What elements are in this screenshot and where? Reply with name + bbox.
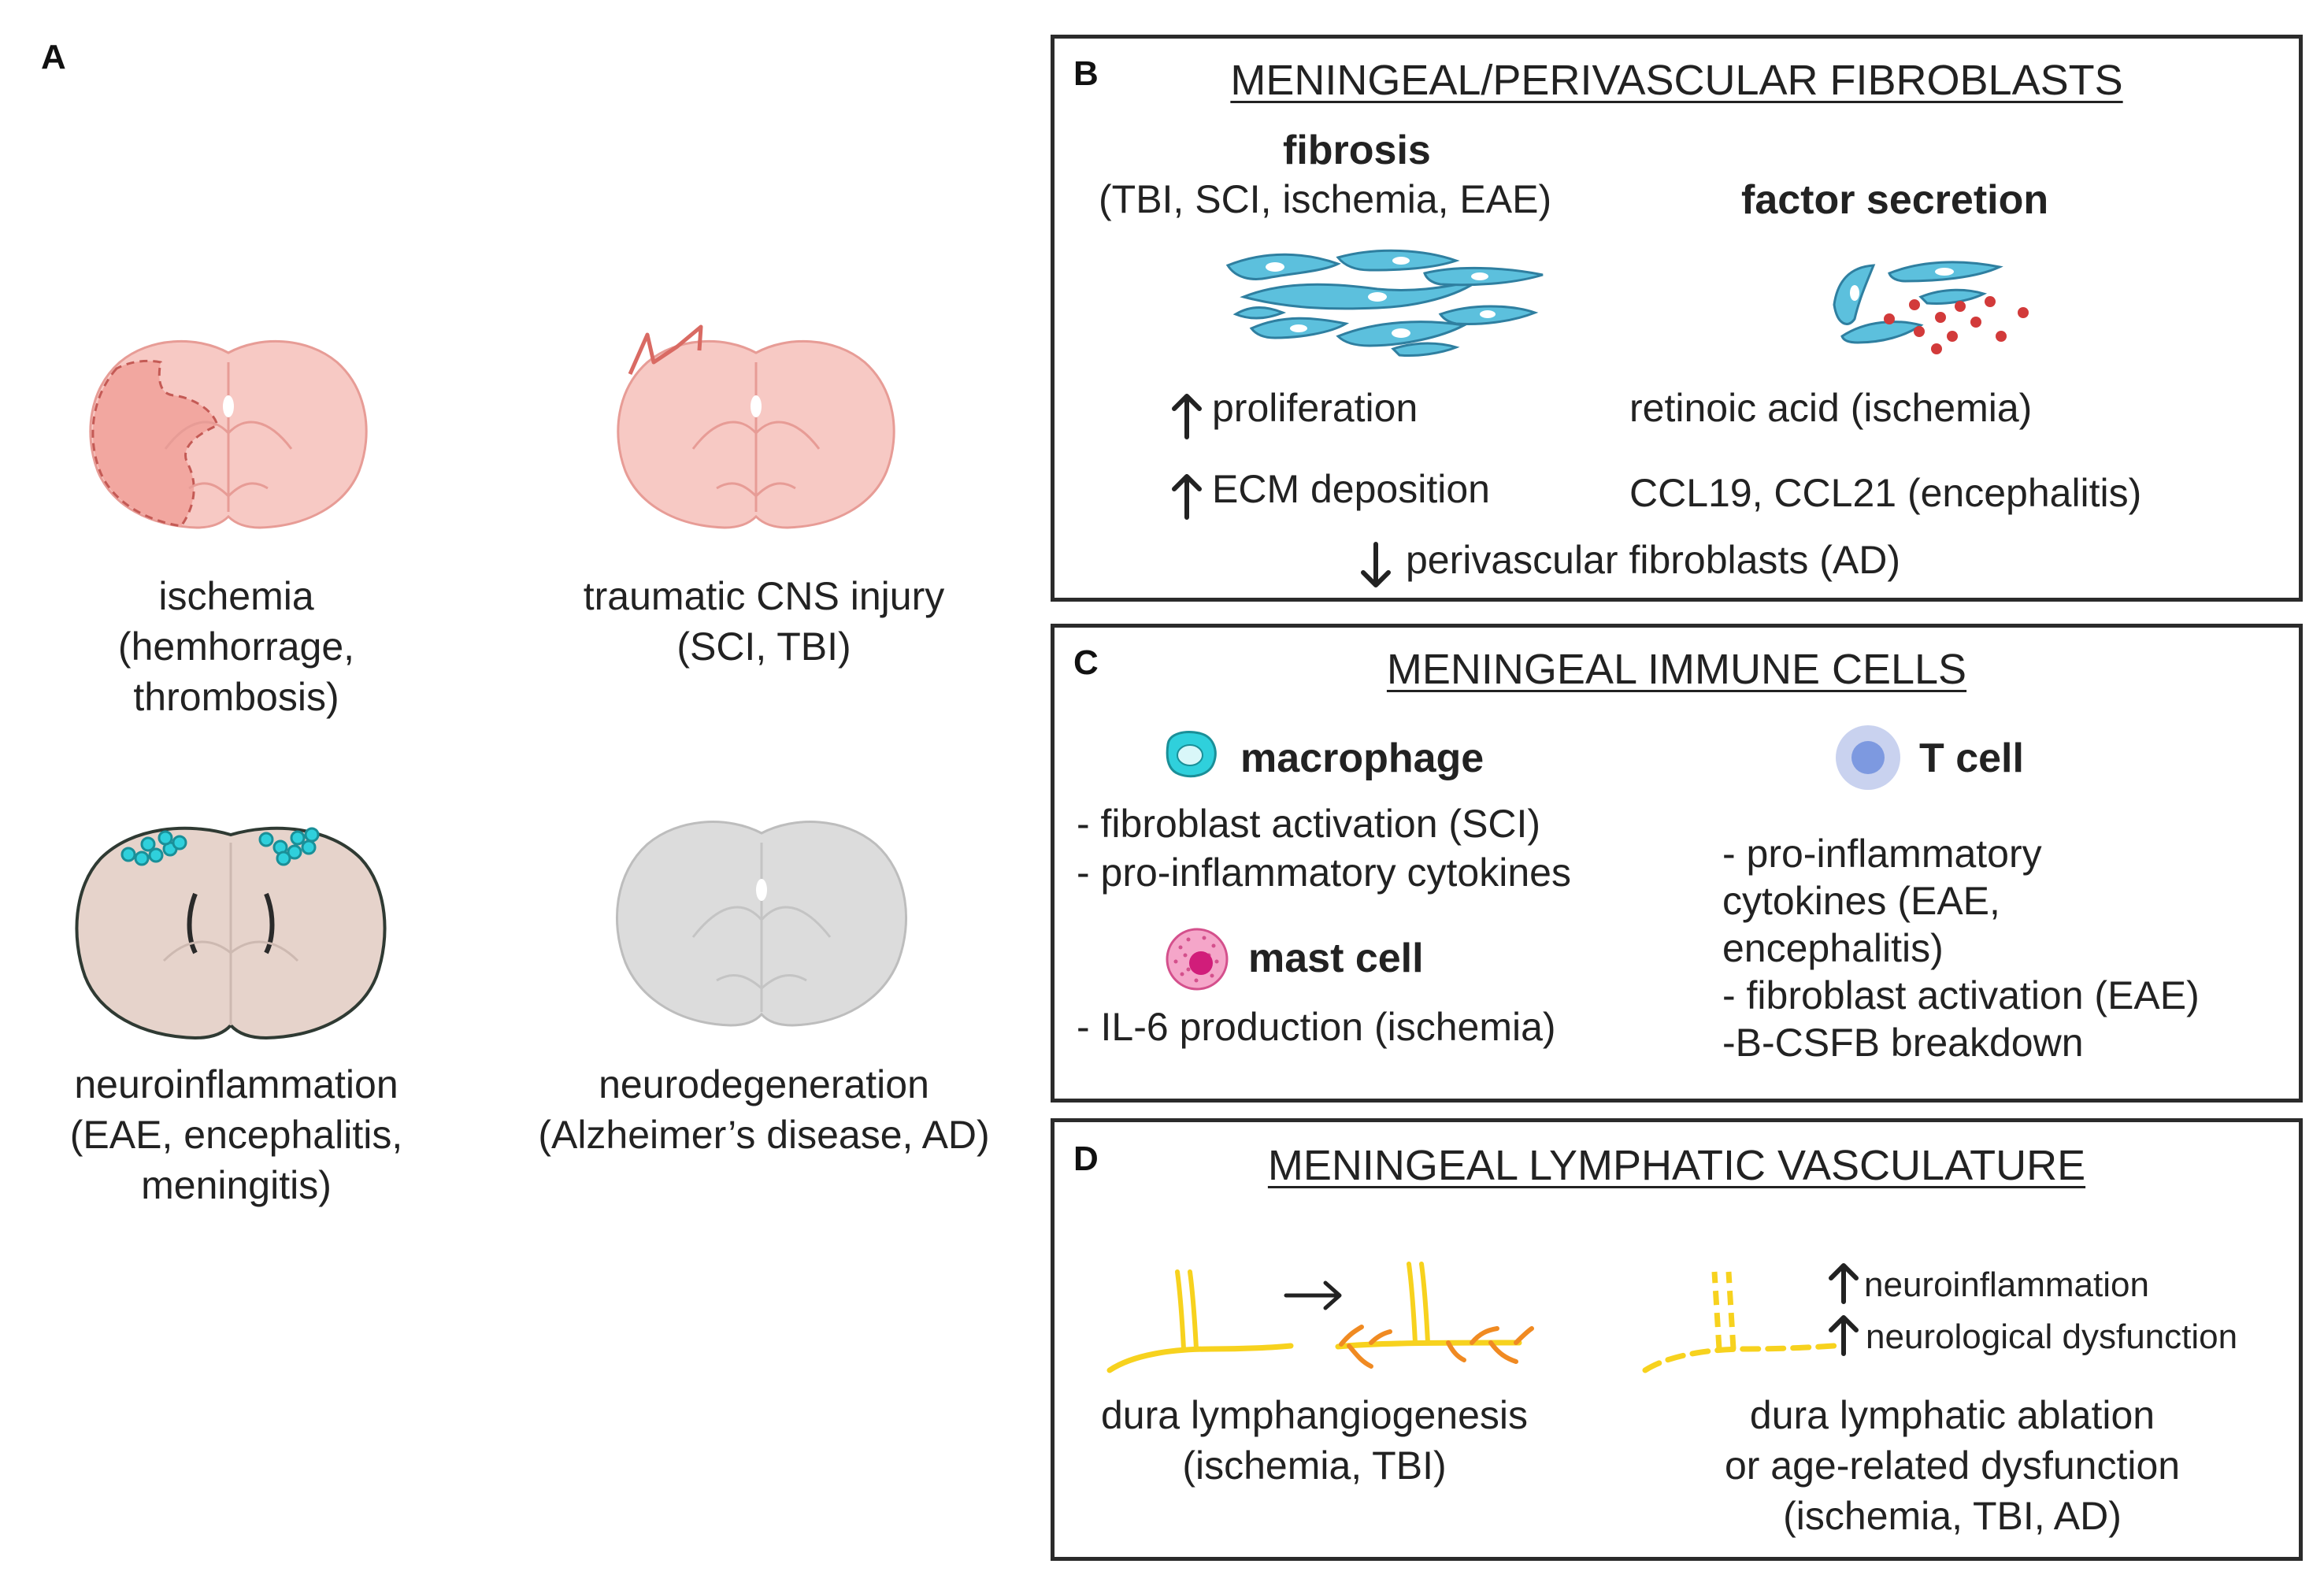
traumatic-brain-illustration	[617, 324, 895, 529]
right-arrow-icon	[1284, 1280, 1342, 1310]
panel-c-box: C MENINGEAL IMMUNE CELLS macrophage - fi…	[1051, 624, 2303, 1102]
traumatic-caption: traumatic CNS injury (SCI, TBI)	[583, 574, 945, 669]
ischemia-caption: ischemia (hemhorrage, thrombosis)	[117, 574, 355, 719]
mast-cell-item-1: - IL-6 production (ischemia)	[1077, 1005, 1556, 1049]
macrophage-item-1: - fibroblast activation (SCI)	[1077, 802, 1541, 846]
t-cell-item-3: encephalitis)	[1722, 926, 1944, 970]
neurodegeneration-brain-illustration	[615, 821, 908, 1027]
neuroinflammation-text: neuroinflammation	[1864, 1266, 2149, 1304]
up-arrow-neurological-icon	[1829, 1315, 1859, 1356]
t-cell-item-1: - pro-inflammatory	[1722, 832, 2042, 876]
t-cell-item-5: -B-CSFB breakdown	[1722, 1021, 2084, 1065]
up-arrow-neuroinflammation-icon	[1829, 1263, 1859, 1304]
up-arrow-ecm-icon	[1172, 474, 1202, 520]
neurological-dysfunction-text: neurological dysfunction	[1866, 1317, 2238, 1356]
macrophage-icon	[1166, 731, 1217, 778]
panel-a-label: A	[41, 38, 66, 76]
panel-c-label: C	[1073, 643, 1099, 682]
panel-b-title: MENINGEAL/PERIVASCULAR FIBROBLASTS	[1230, 57, 2123, 104]
factor-secretion-illustration	[1833, 261, 2029, 354]
perivascular-text: perivascular fibroblasts (AD)	[1406, 538, 1900, 582]
lymphatic-vessel-normal-illustration	[1106, 1269, 1294, 1373]
ecm-deposition-text: ECM deposition	[1212, 467, 1490, 511]
lymphatic-ablation-illustration	[1642, 1271, 1837, 1373]
t-cell-item-2: cytokines (EAE,	[1722, 879, 2000, 923]
ccl-text: CCL19, CCL21 (encephalitis)	[1629, 471, 2142, 515]
panel-c-title: MENINGEAL IMMUNE CELLS	[1386, 646, 1967, 693]
fibrosis-heading: fibrosis	[1283, 128, 1431, 173]
panel-d-box: D MENINGEAL LYMPHATIC VASCULATURE neur	[1051, 1118, 2303, 1561]
macrophage-heading: macrophage	[1240, 736, 1484, 781]
neurodegeneration-caption: neurodegeneration (Alzheimer’s disease, …	[538, 1062, 990, 1157]
fibroblast-network-illustration	[1225, 249, 1544, 357]
mast-cell-icon	[1166, 928, 1229, 991]
mast-cell-heading: mast cell	[1248, 936, 1424, 981]
t-cell-heading: T cell	[1919, 736, 2024, 781]
neuroinflammation-brain-illustration	[75, 826, 387, 1040]
proliferation-text: proliferation	[1212, 386, 1418, 430]
panel-b-label: B	[1073, 54, 1099, 93]
t-cell-item-4: - fibroblast activation (EAE)	[1722, 973, 2200, 1017]
panel-d-title: MENINGEAL LYMPHATIC VASCULATURE	[1267, 1142, 2086, 1189]
factor-secretion-heading: factor secretion	[1741, 177, 2049, 223]
lymphangiogenesis-caption: dura lymphangiogenesis (ischemia, TBI)	[1100, 1393, 1529, 1488]
fibrosis-conditions: (TBI, SCI, ischemia, EAE)	[1099, 177, 1552, 221]
ischemia-brain-illustration	[89, 339, 368, 529]
panel-d-label: D	[1073, 1140, 1099, 1178]
panel-b-box: B MENINGEAL/PERIVASCULAR FIBROBLASTS fib…	[1051, 35, 2303, 602]
down-arrow-perivascular-icon	[1361, 542, 1391, 587]
lymphangiogenesis-illustration	[1335, 1262, 1534, 1369]
ablation-caption: dura lymphatic ablation or age-related d…	[1724, 1393, 2181, 1538]
retinoic-acid-text: retinoic acid (ischemia)	[1629, 386, 2033, 430]
t-cell-icon	[1836, 725, 1900, 790]
up-arrow-proliferation-icon	[1172, 394, 1202, 439]
neuroinflammation-caption: neuroinflammation (EAE, encephalitis, me…	[69, 1062, 403, 1207]
macrophage-item-2: - pro-inflammatory cytokines	[1077, 850, 1571, 895]
